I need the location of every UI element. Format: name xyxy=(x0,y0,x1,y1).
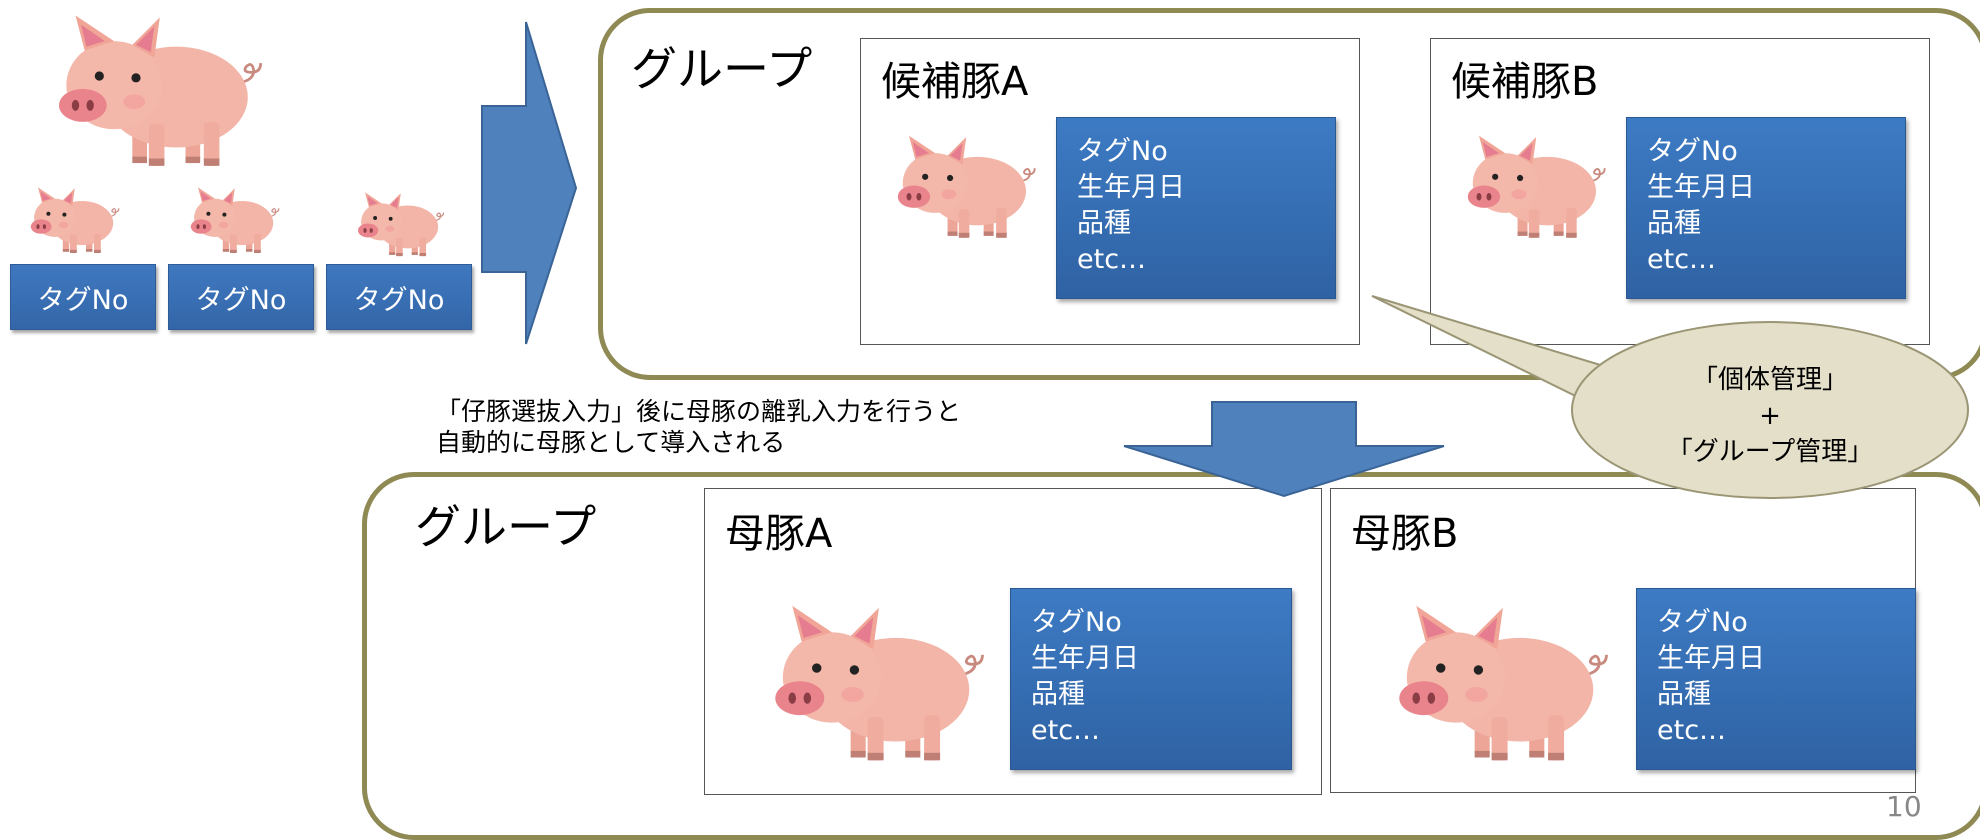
field-etc: etc… xyxy=(1647,244,1717,275)
transition-note-line-1: 「仔豚選抜入力」後に母豚の離乳入力を行うと xyxy=(436,397,962,426)
callout-line-2: + xyxy=(1759,401,1781,431)
field-tag-no: タグNo xyxy=(1031,607,1122,638)
group-label: グループ xyxy=(415,500,597,554)
sow-illustration xyxy=(38,10,278,175)
field-etc: etc… xyxy=(1657,715,1727,746)
piglet-tag-box: タグNo xyxy=(326,264,472,330)
pig-info-box: タグNo 生年月日 品種 etc… xyxy=(1056,117,1336,299)
field-breed: 品種 xyxy=(1031,679,1085,710)
right-arrow-icon xyxy=(481,21,578,345)
field-tag-no: タグNo xyxy=(1657,607,1748,638)
callout-line-3: 「グループ管理」 xyxy=(1666,437,1874,467)
transition-note: 「仔豚選抜入力」後に母豚の離乳入力を行うと 自動的に母豚として導入される xyxy=(436,396,961,458)
field-etc: etc… xyxy=(1077,244,1147,275)
callout-bubble xyxy=(1371,295,1969,499)
pig-illustration xyxy=(764,600,990,770)
pig-illustration xyxy=(1460,132,1610,244)
pig-info-box: タグNo 生年月日 品種 etc… xyxy=(1636,588,1916,770)
pig-info-box: タグNo 生年月日 品種 etc… xyxy=(1010,588,1292,770)
piglet-illustration xyxy=(26,185,122,257)
card-title: 母豚B xyxy=(1351,511,1459,557)
pig-illustration xyxy=(890,132,1040,244)
piglet-tag-box: タグNo xyxy=(168,264,314,330)
field-tag-no: タグNo xyxy=(1077,136,1168,167)
down-arrow-icon xyxy=(1123,401,1445,498)
pig-info-box: タグNo 生年月日 品種 etc… xyxy=(1626,117,1906,299)
field-birthdate: 生年月日 xyxy=(1031,643,1139,674)
group-label: グループ xyxy=(631,42,813,96)
transition-note-line-2: 自動的に母豚として導入される xyxy=(436,428,786,457)
card-title: 候補豚A xyxy=(881,59,1029,105)
page-number: 10 xyxy=(1886,790,1922,823)
field-breed: 品種 xyxy=(1647,208,1701,239)
piglet-tag-box: タグNo xyxy=(10,264,156,330)
field-breed: 品種 xyxy=(1077,208,1131,239)
field-etc: etc… xyxy=(1031,715,1101,746)
field-tag-no: タグNo xyxy=(1647,136,1738,167)
callout-line-1: 「個体管理」 xyxy=(1691,365,1848,395)
card-title: 母豚A xyxy=(725,511,833,557)
field-birthdate: 生年月日 xyxy=(1657,643,1765,674)
callout-text: 「個体管理」 + 「グループ管理」 xyxy=(1650,362,1890,470)
field-birthdate: 生年月日 xyxy=(1077,172,1185,203)
card-title: 候補豚B xyxy=(1451,59,1599,105)
pig-illustration xyxy=(1388,600,1614,770)
piglet-illustration xyxy=(352,190,448,260)
field-breed: 品種 xyxy=(1657,679,1711,710)
field-birthdate: 生年月日 xyxy=(1647,172,1755,203)
piglet-illustration xyxy=(186,185,282,257)
